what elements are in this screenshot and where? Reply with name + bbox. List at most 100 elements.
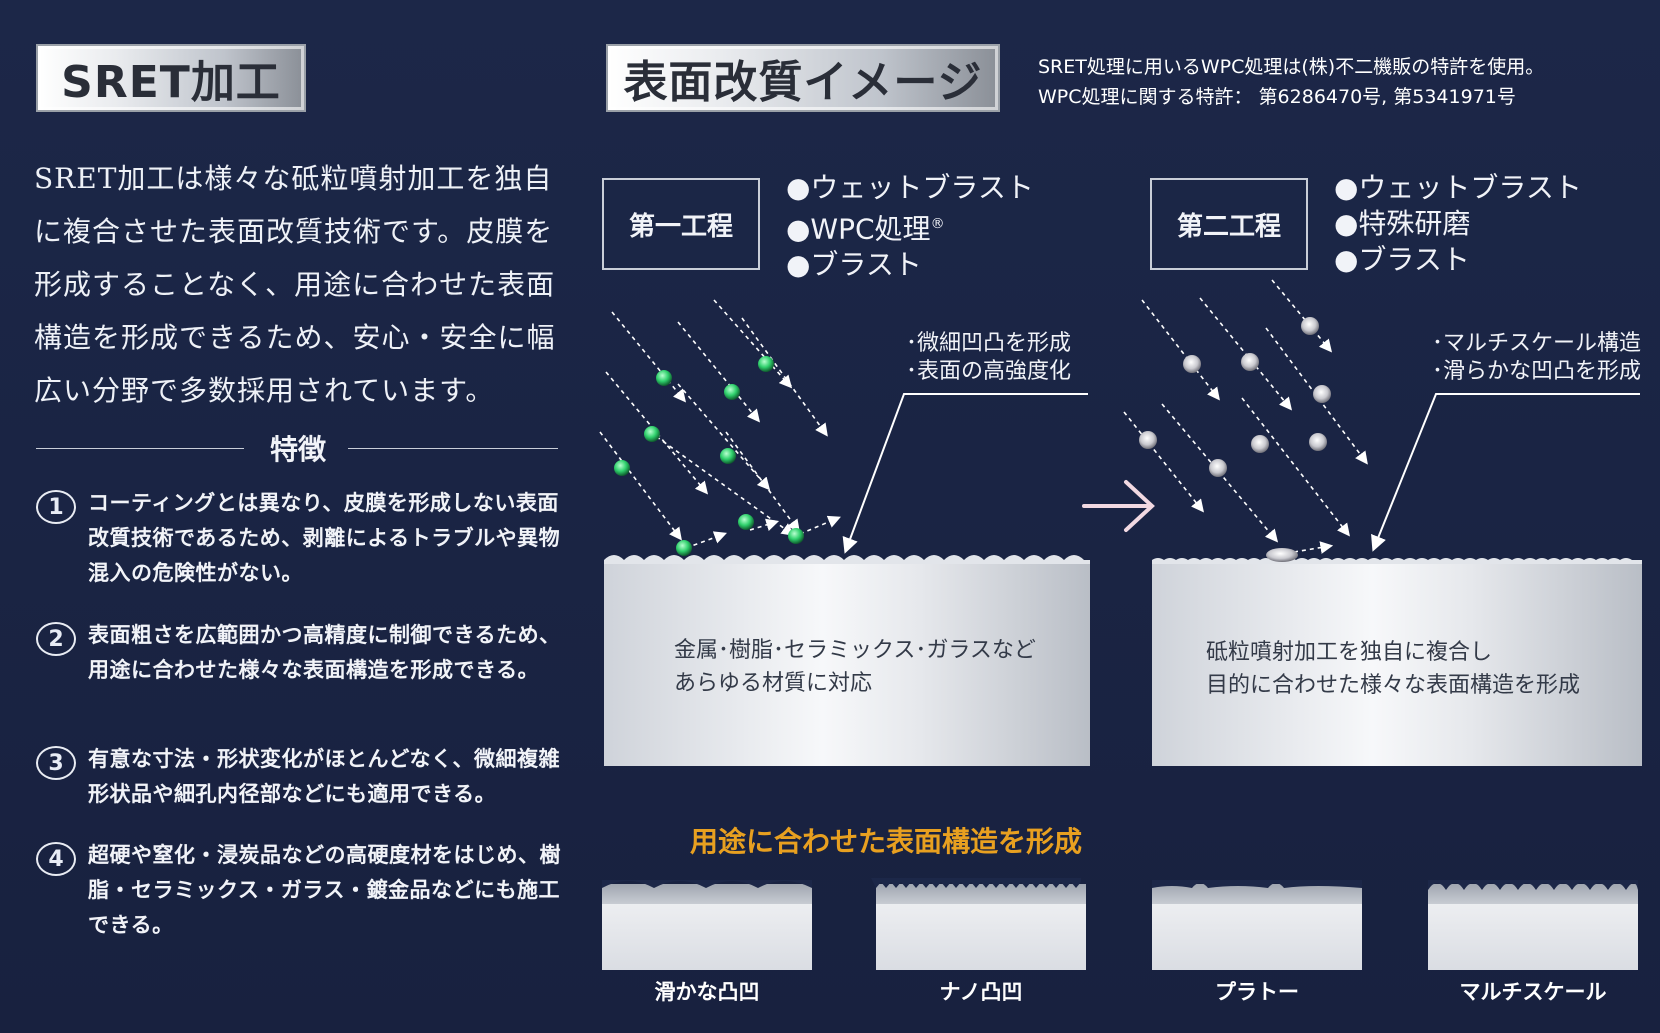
arrow [611,311,687,403]
feature-item-1: 1 コーティングとは異なり、皮膜を形成しない表面改質技術であるため、剥離によるト… [36,486,566,591]
feature-item-2: 2 表面粗さを広範囲かつ高精度に制御できるため、用途に合わせた様々な表面構造を形… [36,618,566,688]
surface-image-title: 表面改質イメージ [608,46,998,110]
feature-text-4: 超硬や窒化・浸炭品などの高硬度材をはじめ、樹脂・セラミックス・ガラス・鍍金品など… [88,843,561,937]
plateau-profile [1152,880,1362,888]
feature-item-3: 3 有意な寸法・形状変化がほとんどなく、微細複雑形状品や細孔内径部などにも適用で… [36,742,566,812]
arrow [599,431,682,541]
step1-bullets: ●ウェットブラスト ●WPC処理® ●ブラスト [786,170,1034,283]
sample-smooth [602,884,812,970]
feature-text-1: コーティングとは異なり、皮膜を形成しない表面改質技術であるため、剥離によるトラブ… [88,491,561,585]
arrow [1123,411,1204,513]
multiscale-profile [1428,880,1638,890]
step2-callout-line-2: ･滑らかな凹凸を形成 [1432,359,1642,384]
feature-item-4: 4 超硬や窒化・浸炭品などの高硬度材をはじめ、樹脂・セラミックス・ガラス・鍍金品… [36,838,566,943]
step2-silver-particles [1139,317,1331,562]
step2-material-text: 砥粒噴射加工を独自に複合し 目的に合わせた様々な表面構造を形成 [1206,636,1580,702]
right-arrow-icon [1082,480,1155,532]
intro-paragraph: SRET加工は様々な砥粒噴射加工を独自に複合させた表面改質技術です。皮膜を形成す… [34,162,556,407]
features-heading: 特徴 [36,428,558,468]
step2-material-block [1152,560,1642,766]
heading-rule-right [348,448,558,449]
patent-note: SRET処理に用いるWPC処理は(株)不二機販の特許を使用。 WPC処理に関する… [1038,52,1544,112]
step2-bullets: ●ウェットブラスト ●特殊研磨 ●ブラスト [1334,170,1582,278]
arrow [605,371,709,495]
silver-particle [1241,353,1259,371]
step2-bullet-3: ●ブラスト [1334,243,1470,276]
arrow [685,531,728,549]
silver-particle [1313,385,1331,403]
green-particle [788,528,804,544]
heading-rule-left [36,448,244,449]
step1-surface-wave [604,555,1090,564]
silver-particle [1266,548,1298,562]
surface-image-title-text: 表面改質イメージ [623,57,983,108]
sret-title-text: SRET加工 [61,57,281,108]
step2-callout-line-1: ･マルチスケール構造 [1432,331,1642,356]
registered-mark: ® [930,216,945,232]
step2-box: 第二工程 [1150,178,1308,270]
step1-bullet-3: ●ブラスト [786,248,922,282]
step1-material-line-2: あらゆる材質に対応 [674,671,873,696]
bottom-title: 用途に合わせた表面構造を形成 [0,820,1660,860]
silver-particle [1309,433,1327,451]
green-particle [656,370,672,386]
step1-particle-arrows [599,299,841,549]
step2-material-line-2: 目的に合わせた様々な表面構造を形成 [1206,673,1581,698]
feature-text-2: 表面粗さを広範囲かつ高精度に制御できるため、用途に合わせた様々な表面構造を形成で… [88,623,561,682]
step2-callout-pointer [1371,393,1640,552]
feature-number-4: 4 [36,842,76,876]
step1-callout-line-1: ･微細凹凸を形成 [906,331,1072,356]
green-particle [738,514,754,530]
step2-callout: ･マルチスケール構造 ･滑らかな凹凸を形成 [1432,330,1641,386]
step1-material-block [604,560,1090,766]
green-particle [720,448,736,464]
feature-number-1: 1 [36,490,76,524]
feature-text-3: 有意な寸法・形状変化がほとんどなく、微細複雑形状品や細孔内径部などにも適用できる… [88,747,560,806]
sample-multiscale-surface [1428,884,1638,904]
step2-bullet-1: ●ウェットブラスト [1334,171,1582,204]
green-particle [676,540,692,556]
arrow [677,383,771,491]
arrow [713,299,793,389]
step1-bullet-1: ●ウェットブラスト [786,171,1034,204]
step1-material-text: 金属･樹脂･セラミックス･ガラスなど あらゆる材質に対応 [674,634,1036,700]
sample-label-plateau: プラトー [1215,980,1299,1004]
feature-number-3: 3 [36,746,76,780]
step1-bullet-2: ●WPC処理® [786,206,1034,247]
sample-label-smooth: 滑かな凸凹 [654,980,760,1004]
sample-plateau [1152,884,1362,970]
sample-multiscale [1428,884,1638,970]
green-particle [758,356,774,372]
silver-particle [1183,355,1201,373]
step1-callout: ･微細凹凸を形成 ･表面の高強度化 [906,330,1071,386]
silver-particle [1251,435,1269,453]
arrow [649,431,795,536]
arrow [1293,541,1334,554]
step1-box: 第一工程 [602,178,760,270]
sample-nano [876,884,1086,970]
step1-callout-pointer [842,393,1088,554]
silver-particle [1209,459,1227,477]
step1-callout-line-2: ･表面の高強度化 [906,359,1072,384]
step1-material-line-1: 金属･樹脂･セラミックス･ガラスなど [674,638,1036,663]
green-particle [614,460,630,476]
sample-label-nano: ナノ凸凹 [939,980,1023,1004]
step2-bullet-2: ●特殊研磨 [1334,207,1471,240]
arrow [799,515,841,535]
sample-smooth-surface [602,884,812,904]
bottom-title-text: 用途に合わせた表面構造を形成 [689,825,1082,858]
sample-plateau-surface [1152,884,1362,904]
patent-note-line-1: SRET処理に用いるWPC処理は(株)不二機販の特許を使用。 [1038,56,1545,78]
green-particle [724,384,740,400]
step2-material-line-1: 砥粒噴射加工を独自に複合し [1206,640,1493,665]
patent-note-line-2: WPC処理に関する特許： 第6286470号, 第5341971号 [1038,86,1516,108]
feature-number-2: 2 [36,622,76,656]
nano-profile [871,878,1081,888]
smooth-profile [602,880,812,888]
silver-particle [1301,317,1319,335]
arrow [677,321,761,423]
green-particle [644,426,660,442]
arrow [1271,279,1333,353]
